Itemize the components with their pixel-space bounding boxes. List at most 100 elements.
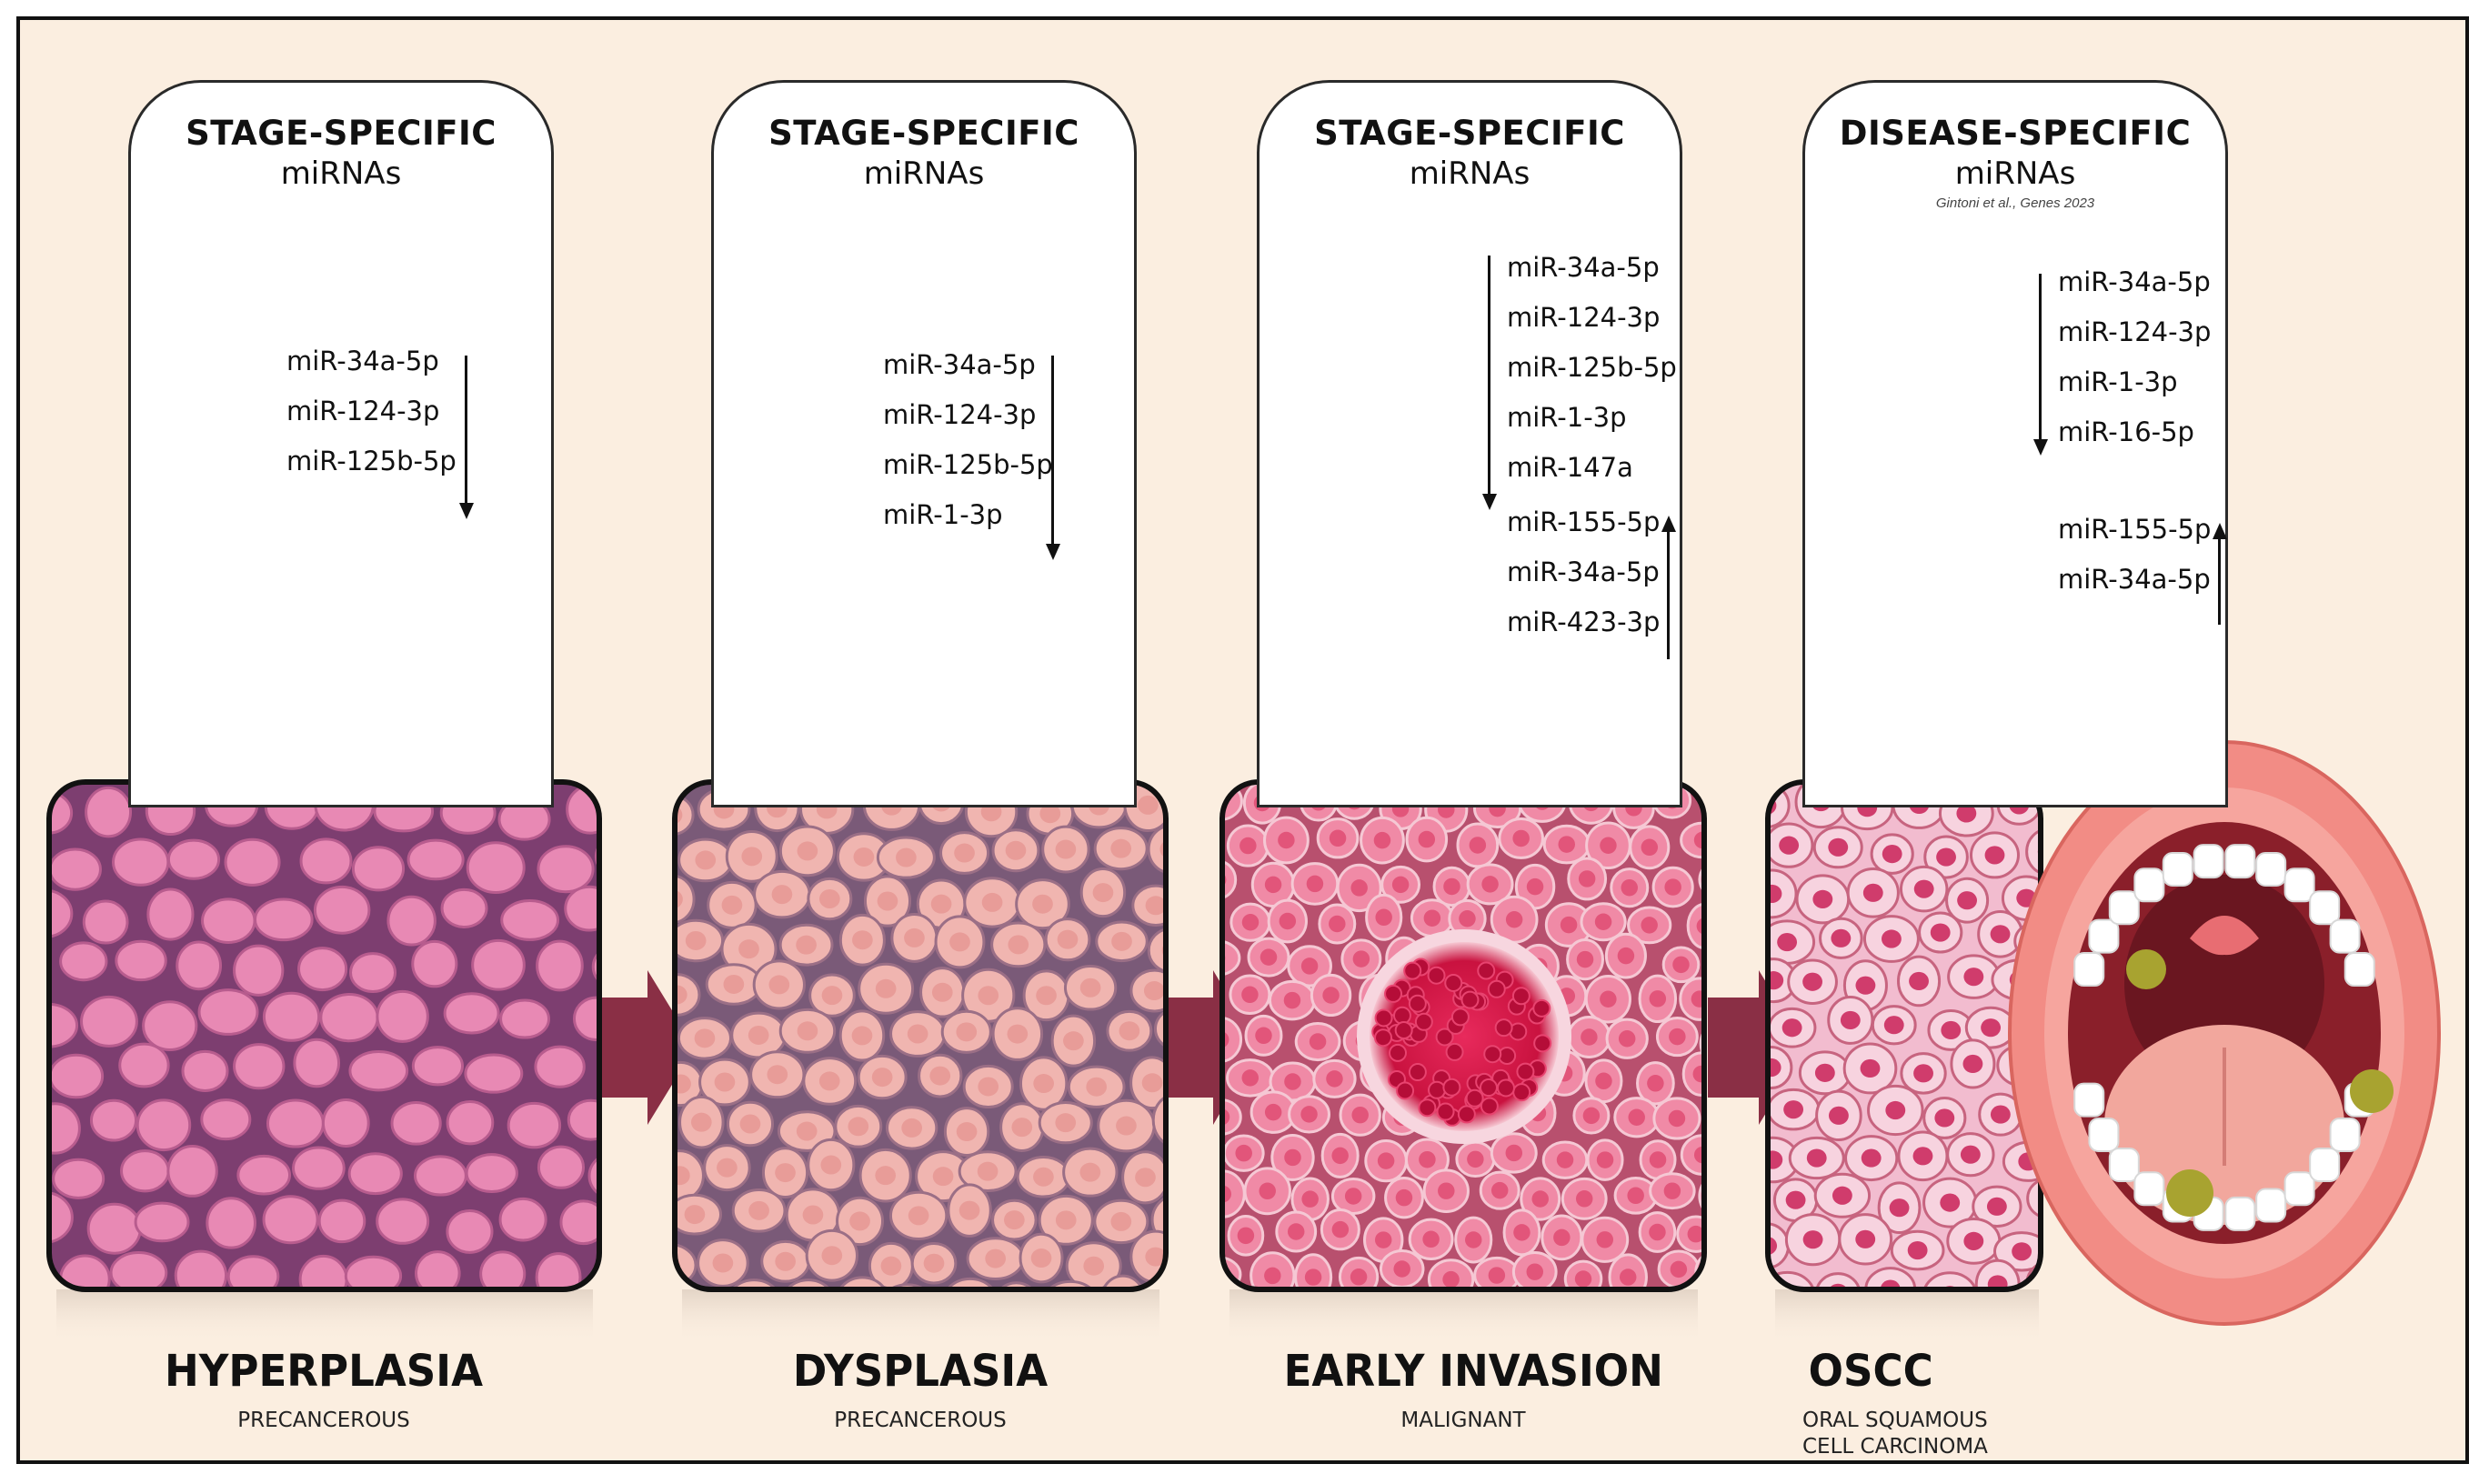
tissue-cell (2025, 827, 2041, 876)
mirna-item: miR-34a-5p (2058, 564, 2211, 595)
tissue-cell (630, 1301, 674, 1340)
cell-nucleus (1241, 913, 1260, 931)
core-cell (1403, 961, 1422, 980)
cell-nucleus (1079, 1162, 1101, 1182)
cell-nucleus (1581, 1028, 1598, 1046)
cell-nucleus (821, 1246, 843, 1266)
down-arrow-icon (1482, 256, 1497, 510)
tissue-cell (878, 1283, 936, 1289)
core-cell (1516, 1062, 1535, 1081)
tooth (2133, 1171, 2165, 1207)
tissue-cell (390, 1101, 442, 1146)
cell-nucleus (1600, 837, 1617, 854)
cell-nucleus (1007, 1024, 1029, 1044)
tissue-cell (443, 992, 500, 1035)
cell-nucleus (1011, 1118, 1033, 1138)
cell-nucleus (1055, 839, 1077, 859)
cell-nucleus (1692, 1065, 1704, 1083)
cell-nucleus (1418, 830, 1436, 848)
tissue-cell (1686, 902, 1704, 950)
cell-nucleus (1777, 933, 1798, 952)
cell-nucleus (1300, 958, 1319, 975)
cell-nucleus (1167, 1300, 1188, 1319)
down-arrow-icon (1046, 356, 1060, 560)
cell-nucleus (1003, 1210, 1025, 1230)
cell-nucleus (958, 1200, 980, 1220)
tissue-cell (376, 989, 429, 1043)
cell-nucleus (1222, 1108, 1230, 1126)
cell-nucleus (721, 895, 743, 915)
cell-nucleus (694, 1028, 716, 1048)
stage-subtitle-early-invasion: MALIGNANT (1272, 1408, 1654, 1434)
tooth (2255, 851, 2287, 887)
cell-nucleus (1829, 1106, 1849, 1125)
tissue-cell (567, 1098, 599, 1141)
cell-nucleus (1574, 1270, 1592, 1288)
card-subheading: miRNAs (1409, 155, 1531, 192)
mirna-item: miR-1-3p (2058, 366, 2178, 397)
core-cell (1427, 966, 1446, 985)
tissue-cell (559, 1199, 599, 1246)
tissue-cell (166, 1144, 218, 1198)
tissue-cell (1731, 826, 1766, 867)
tissue-cell (200, 1098, 252, 1141)
cell-nucleus (1768, 1058, 1781, 1078)
down-arrow-icon (2033, 274, 2048, 456)
tissue-cell (224, 837, 281, 887)
cell-nucleus (1138, 795, 1159, 815)
card-subheading: miRNAs (280, 155, 402, 192)
core-cell (1487, 979, 1506, 998)
tile-reflections (56, 1289, 2039, 1344)
tissue-cell (120, 1149, 170, 1193)
diagram-frame: STAGE-SPECIFIC miRNAs miR-34a-5p miR-124… (16, 16, 2469, 1464)
cell-nucleus (1377, 1152, 1395, 1169)
cell-nucleus (1116, 1116, 1137, 1136)
tissue-cell (499, 998, 550, 1039)
cell-nucleus (1055, 1113, 1077, 1133)
up-arrow-icon (2213, 523, 2227, 625)
tissue-cell (534, 1045, 586, 1088)
cell-nucleus (1481, 876, 1499, 893)
cell-nucleus (1647, 1075, 1664, 1092)
tissue-cell (1703, 938, 1704, 980)
cell-nucleus (1663, 1182, 1681, 1199)
tissue-cell (299, 837, 353, 885)
cell-nucleus (1259, 1182, 1276, 1200)
cell-nucleus (748, 1200, 769, 1220)
mirna-item: miR-124-3p (1507, 302, 1661, 333)
cell-nucleus (1783, 1100, 1804, 1119)
cell-nucleus (1909, 971, 1929, 991)
cell-nucleus (818, 1071, 840, 1091)
tissue-cell (675, 794, 695, 837)
cell-nucleus (851, 1026, 873, 1046)
tissue-cell (440, 887, 488, 928)
cell-nucleus (1036, 986, 1057, 1006)
cell-nucleus (1687, 1225, 1704, 1243)
tooth (2329, 918, 2361, 954)
cell-nucleus (907, 1024, 928, 1044)
cell-nucleus (1264, 1267, 1281, 1285)
tissue-cell (446, 1099, 495, 1146)
cell-nucleus (1145, 1247, 1166, 1267)
right-arrow-icon (593, 970, 695, 1125)
cell-nucleus (852, 930, 873, 950)
tissue-cell (142, 1000, 198, 1051)
tissue-cell (1222, 1016, 1243, 1063)
stage-subtitle-line: ORAL SQUAMOUS (1802, 1409, 1988, 1432)
tooth (2309, 1148, 2341, 1183)
core-cell (1465, 1088, 1484, 1108)
cell-nucleus (875, 1166, 897, 1186)
cell-nucleus (2012, 1242, 2032, 1261)
tissue-cell (233, 944, 285, 997)
downregulated-list: miR-34a-5p miR-124-3p miR-125b-5p miR-1-… (1507, 243, 1677, 493)
cell-nucleus (1443, 877, 1460, 896)
tissue-cell (49, 888, 74, 938)
stage-subtitle-dysplasia: PRECANCEROUS (738, 1408, 1102, 1434)
cell-nucleus (1934, 1108, 1955, 1128)
tissue-cell (594, 834, 599, 879)
tissue-cell (1694, 1249, 1704, 1289)
cell-nucleus (712, 1253, 734, 1273)
tissue-cell (80, 995, 138, 1048)
cell-nucleus (981, 892, 1003, 912)
cell-nucleus (908, 1206, 929, 1226)
